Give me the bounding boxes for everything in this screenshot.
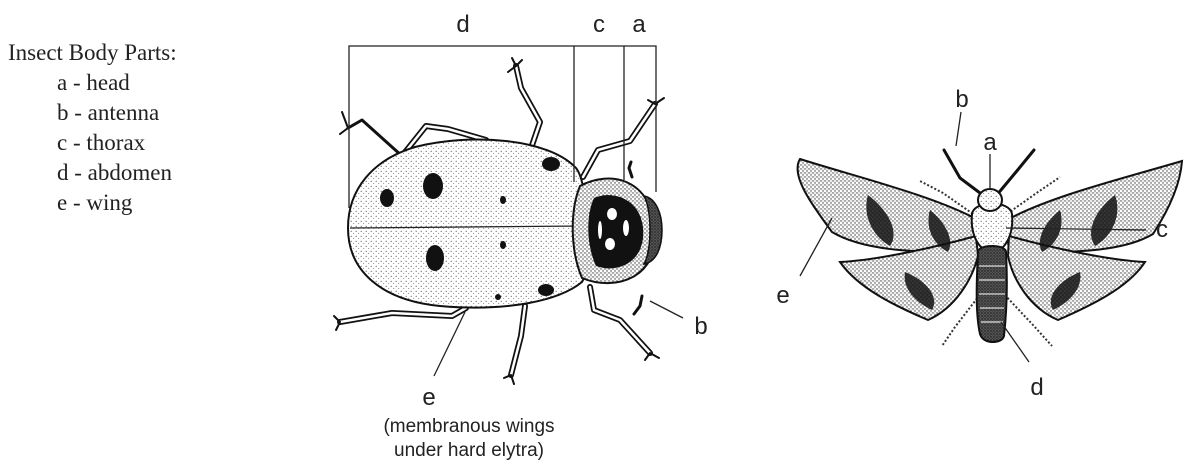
beetle-wing-note-line1: (membranous wings — [383, 416, 554, 437]
moth-label-e: e — [776, 282, 789, 309]
beetle-wing-note-line2: under hard elytra) — [394, 440, 544, 461]
moth-label-b: b — [955, 86, 968, 113]
moth-label-a: a — [983, 129, 997, 156]
beetle-label-b: b — [694, 313, 707, 340]
moth-label-c: c — [1156, 216, 1168, 243]
beetle-label-c: c — [593, 11, 605, 38]
beetle-label-a: a — [632, 11, 646, 38]
moth-label-d: d — [1030, 374, 1043, 401]
beetle-label-d: d — [456, 11, 469, 38]
beetle-label-e: e — [422, 384, 435, 411]
moth-head — [978, 189, 1002, 211]
beetle-illustration — [334, 58, 664, 384]
